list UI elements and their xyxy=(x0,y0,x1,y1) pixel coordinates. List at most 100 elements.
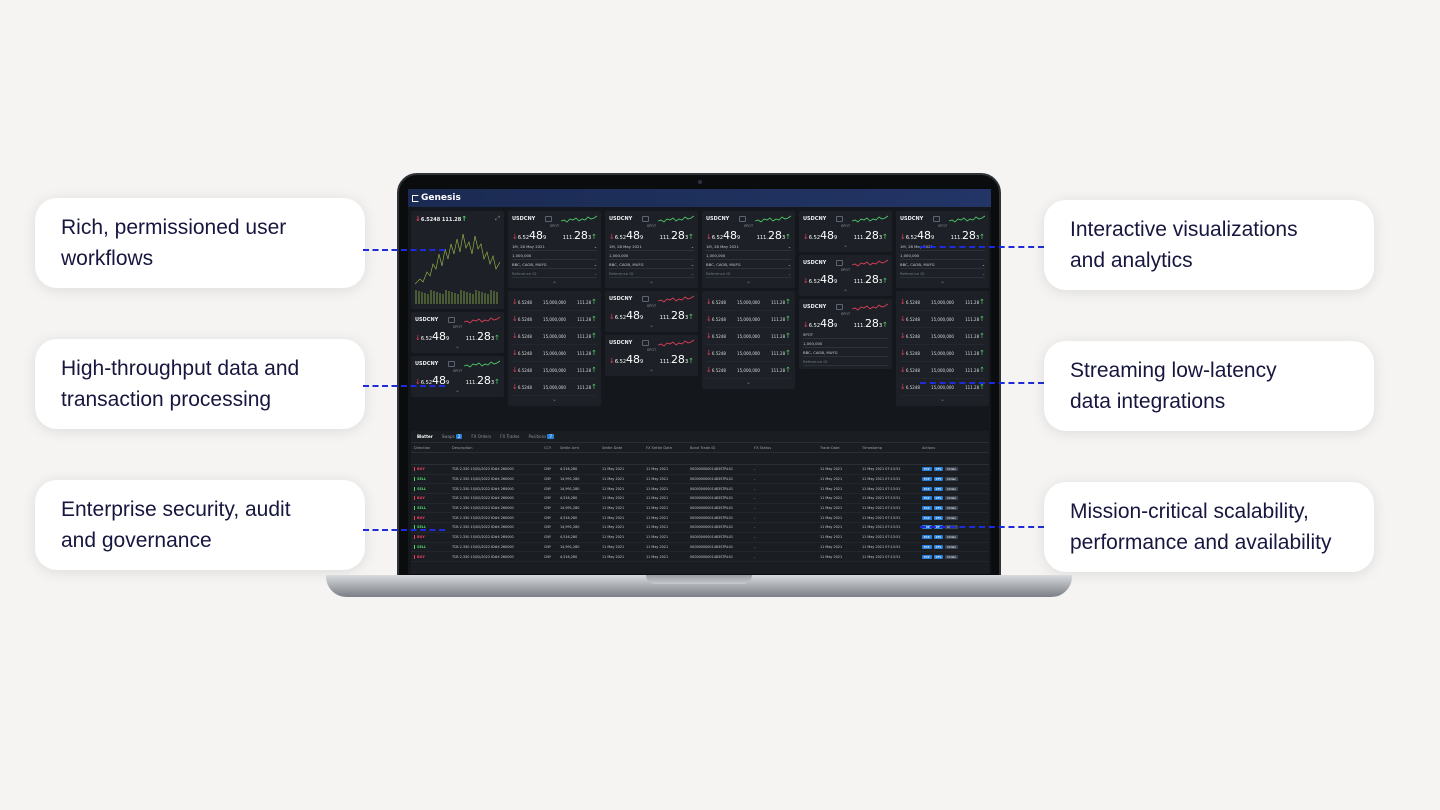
column-header[interactable]: CCY xyxy=(544,445,552,450)
esp-button[interactable]: ESP xyxy=(922,477,932,482)
genesis-logo[interactable]: Genesis xyxy=(412,193,461,203)
order-button[interactable]: Order xyxy=(945,496,958,501)
ask-price[interactable]: 111.283↑ xyxy=(659,229,694,242)
ask-price[interactable]: 111.283↑ xyxy=(465,330,500,343)
column-header[interactable]: Direction xyxy=(414,445,431,450)
accounts-field[interactable]: BBC, CAOB, MUFG xyxy=(803,348,888,357)
chevron-down-icon[interactable]: ⌄ xyxy=(551,396,558,403)
bid-price[interactable]: ↓6.52489 xyxy=(609,353,644,366)
tab-blotter[interactable]: Blotter xyxy=(417,434,433,439)
esp-button[interactable]: ESP xyxy=(922,544,932,549)
column-header[interactable]: Trade Date xyxy=(820,445,840,450)
date-field[interactable]: 1M, 28 May 2021⌄ xyxy=(609,242,694,251)
pair-dropdown[interactable] xyxy=(835,216,843,222)
reference-field[interactable]: Reference ID⌄ xyxy=(512,269,597,278)
ask-price[interactable]: 111.283↑ xyxy=(659,353,694,366)
tab-fx-orders[interactable]: FX Orders xyxy=(471,434,492,439)
order-button[interactable]: Order xyxy=(945,486,958,491)
reference-field[interactable]: Reference ID⌄ xyxy=(706,269,791,278)
chevron-down-icon[interactable]: ⌄ xyxy=(454,343,461,350)
ask-price[interactable]: 111.283↑ xyxy=(756,229,791,242)
order-button[interactable]: Order xyxy=(945,554,958,559)
ask-price[interactable]: 111.283↑ xyxy=(950,229,985,242)
bid-price[interactable]: ↓6.52489 xyxy=(609,309,644,322)
amount-field[interactable]: 1,000,000 xyxy=(609,251,694,260)
esp-button[interactable]: ESP xyxy=(922,554,932,559)
rfs-button[interactable]: RFS xyxy=(933,554,944,559)
pair-dropdown[interactable] xyxy=(544,216,552,222)
amount-field[interactable]: 1,000,000 xyxy=(900,251,985,260)
tenor-field[interactable]: SPOT xyxy=(803,330,888,339)
bid-price[interactable]: ↓6.52489 xyxy=(415,374,450,387)
chevron-down-icon[interactable]: ⌄ xyxy=(842,242,849,249)
amount-field[interactable]: 1,000,000 xyxy=(706,251,791,260)
accounts-field[interactable]: BBC, CAOB, MUFG⌄ xyxy=(512,260,597,269)
pair-dropdown[interactable] xyxy=(641,216,649,222)
tab-swaps[interactable]: Swaps 2 xyxy=(441,434,463,439)
ask-price[interactable]: 111.283↑ xyxy=(853,229,888,242)
tab-positions[interactable]: Positions 7 xyxy=(528,434,555,439)
chevron-down-icon[interactable]: ⌄ xyxy=(648,278,655,285)
pair-dropdown[interactable] xyxy=(738,216,746,222)
esp-button[interactable]: ESP xyxy=(922,515,932,520)
bid-price[interactable]: ↓6.52489 xyxy=(512,229,547,242)
bid-price[interactable]: ↓6.52489 xyxy=(900,229,935,242)
bid-price[interactable]: ↓6.52489 xyxy=(803,273,838,286)
pair-dropdown[interactable] xyxy=(641,296,649,302)
pair-dropdown[interactable] xyxy=(932,216,940,222)
ask-price[interactable]: 111.283↑ xyxy=(853,317,888,330)
chevron-down-icon[interactable]: ⌄ xyxy=(939,396,946,403)
column-header[interactable]: FX Status xyxy=(754,445,772,450)
order-button[interactable]: Order xyxy=(945,535,958,540)
chevron-down-icon[interactable]: ⌄ xyxy=(454,387,461,394)
rfs-button[interactable]: RFS xyxy=(933,486,944,491)
pair-dropdown[interactable] xyxy=(447,317,455,323)
price-chart[interactable] xyxy=(414,224,501,304)
accounts-field[interactable]: BBC, CAOB, MUFG⌄ xyxy=(900,260,985,269)
ask-price[interactable]: 111.283↑ xyxy=(562,229,597,242)
column-header[interactable]: Settle Date xyxy=(602,445,623,450)
order-button[interactable]: Order xyxy=(945,467,958,472)
rfs-button[interactable]: RFS xyxy=(933,515,944,520)
column-header[interactable]: FX Settle Date xyxy=(646,445,672,450)
accounts-field[interactable]: BBC, CAOB, MUFG⌄ xyxy=(609,260,694,269)
bid-price[interactable]: ↓6.52489 xyxy=(609,229,644,242)
order-button[interactable]: Order xyxy=(945,477,958,482)
rfs-button[interactable]: RFS xyxy=(933,477,944,482)
expand-icon[interactable]: ⤢ xyxy=(495,215,500,222)
chevron-down-icon[interactable]: ⌄ xyxy=(939,278,946,285)
bid-price[interactable]: ↓6.52489 xyxy=(415,330,450,343)
amount-field[interactable]: 1,000,000 xyxy=(803,339,888,348)
reference-field[interactable]: Reference ID⌄ xyxy=(900,269,985,278)
chevron-down-icon[interactable]: ⌄ xyxy=(745,379,752,386)
date-field[interactable]: 1M, 28 May 2021⌄ xyxy=(512,242,597,251)
esp-button[interactable]: ESP xyxy=(922,467,932,472)
accounts-field[interactable]: BBC, CAOB, MUFG⌄ xyxy=(706,260,791,269)
ask-price[interactable]: 111.283↑ xyxy=(465,374,500,387)
chevron-down-icon[interactable]: ⌄ xyxy=(551,278,558,285)
bid-price[interactable]: ↓6.52489 xyxy=(803,229,838,242)
esp-button[interactable]: ESP xyxy=(922,506,932,511)
chevron-down-icon[interactable]: ⌄ xyxy=(648,322,655,329)
column-header[interactable]: Timestamp xyxy=(862,445,883,450)
bid-price[interactable]: ↓6.52489 xyxy=(706,229,741,242)
